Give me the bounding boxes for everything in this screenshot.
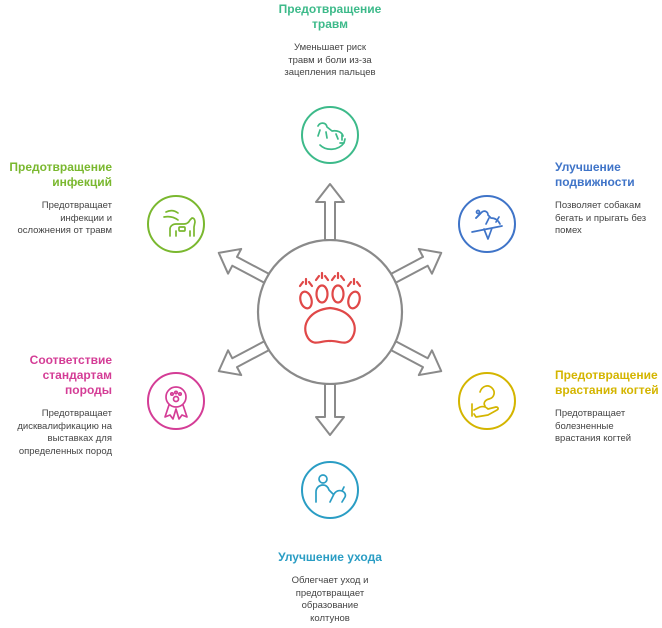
injury-icon-group (301, 106, 359, 164)
benefit-description: Предотвращает инфекции и осложнения от т… (17, 200, 112, 236)
arrow-top (315, 183, 345, 241)
benefit-title: Предотвращение врастания когтей (555, 368, 659, 397)
arrow-lower-left (217, 340, 270, 377)
grooming-icon-group (301, 461, 359, 519)
arrow-upper-right (390, 247, 443, 284)
arrow-lower-right (390, 340, 443, 377)
dog-care-icon (163, 209, 196, 237)
benefit-title: Предотвращение травм (278, 2, 382, 31)
arrows (217, 183, 443, 436)
center-circle (256, 238, 404, 386)
benefit-title: Улучшение ухода (278, 550, 382, 564)
benefit-breed: Соответствие стандартам породы Предотвра… (2, 353, 112, 458)
breed-icon-group (147, 372, 205, 430)
benefit-grooming: Улучшение ухода Облегчает уход и предотв… (250, 550, 410, 625)
benefit-injury: Предотвращение травм Уменьшает риск трав… (250, 2, 410, 80)
benefit-description: Позволяет собакам бегать и прыгать без п… (555, 200, 647, 236)
dog-jumping-icon (471, 209, 503, 240)
benefit-description: Уменьшает риск травм и боли из-за зацепл… (284, 42, 376, 78)
benefit-mobility: Улучшение подвижности Позволяет собакам … (555, 160, 660, 238)
award-ribbon-icon (164, 386, 188, 420)
benefit-ingrown: Предотвращение врастания когтей Предотвр… (555, 368, 660, 446)
infection-icon-group (147, 195, 205, 253)
person-dog-icon (315, 474, 347, 503)
benefit-description: Предотвращает дисквалификацию на выставк… (17, 408, 112, 457)
dog-stretching-icon (317, 122, 346, 151)
benefit-description: Облегчает уход и предотвращает образован… (291, 575, 369, 624)
hand-paw-icon (471, 385, 499, 418)
benefit-title: Улучшение подвижности (555, 160, 635, 189)
arrow-bottom (315, 383, 345, 436)
benefit-title: Предотвращение инфекций (9, 160, 112, 189)
benefit-description: Предотвращает болезненные врастания когт… (555, 408, 632, 444)
mobility-icon-group (458, 195, 516, 253)
arrow-upper-left (217, 247, 270, 284)
ingrown-icon-group (458, 372, 516, 430)
benefit-infection: Предотвращение инфекций Предотвращает ин… (2, 160, 112, 238)
benefit-title: Соответствие стандартам породы (29, 353, 112, 397)
paw-icon (298, 271, 362, 344)
